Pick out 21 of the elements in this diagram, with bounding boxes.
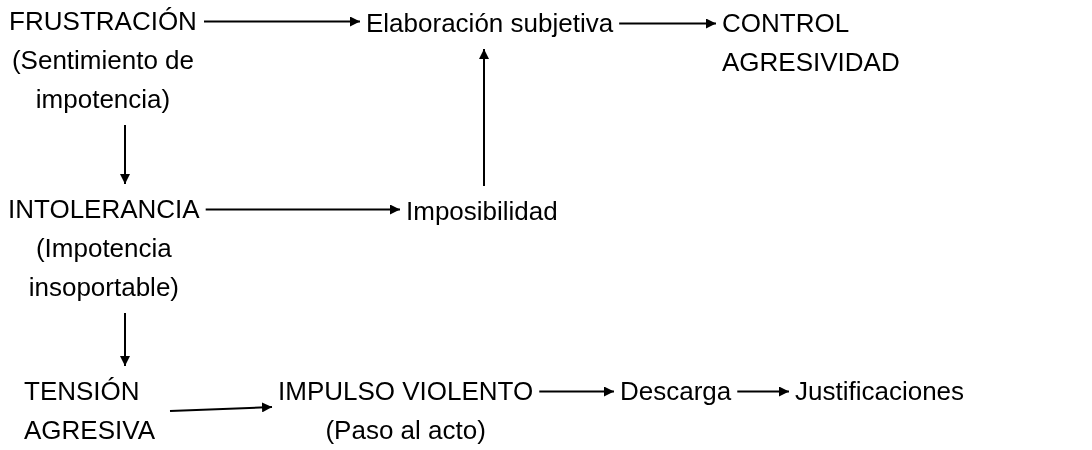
- arrow: [736, 386, 790, 397]
- arrow: [479, 48, 489, 187]
- arrow: [169, 402, 273, 413]
- node-subtitle: (Paso al acto): [324, 414, 487, 447]
- node-label: INTOLERANCIA: [8, 193, 200, 226]
- arrow: [120, 124, 130, 185]
- arrow: [204, 204, 401, 215]
- arrow: [203, 16, 361, 27]
- node-label: FRUSTRACIÓN: [8, 5, 198, 38]
- arrow: [618, 18, 717, 29]
- node-label: IMPULSO VIOLENTO: [278, 375, 534, 408]
- node-label: CONTROL AGRESIVIDAD: [722, 7, 901, 79]
- node-subtitle: (Sentimiento de impotencia): [10, 44, 196, 116]
- arrow: [538, 386, 615, 397]
- node-label: Descarga: [620, 375, 732, 408]
- arrow: [120, 312, 130, 367]
- node-label: Justificaciones: [795, 375, 965, 408]
- node-label: Elaboración subjetiva: [366, 7, 614, 40]
- node-subtitle: (Impotencia insoportable): [27, 232, 180, 304]
- node-label: Imposibilidad: [406, 195, 558, 228]
- node-label: TENSIÓN AGRESIVA: [24, 375, 156, 447]
